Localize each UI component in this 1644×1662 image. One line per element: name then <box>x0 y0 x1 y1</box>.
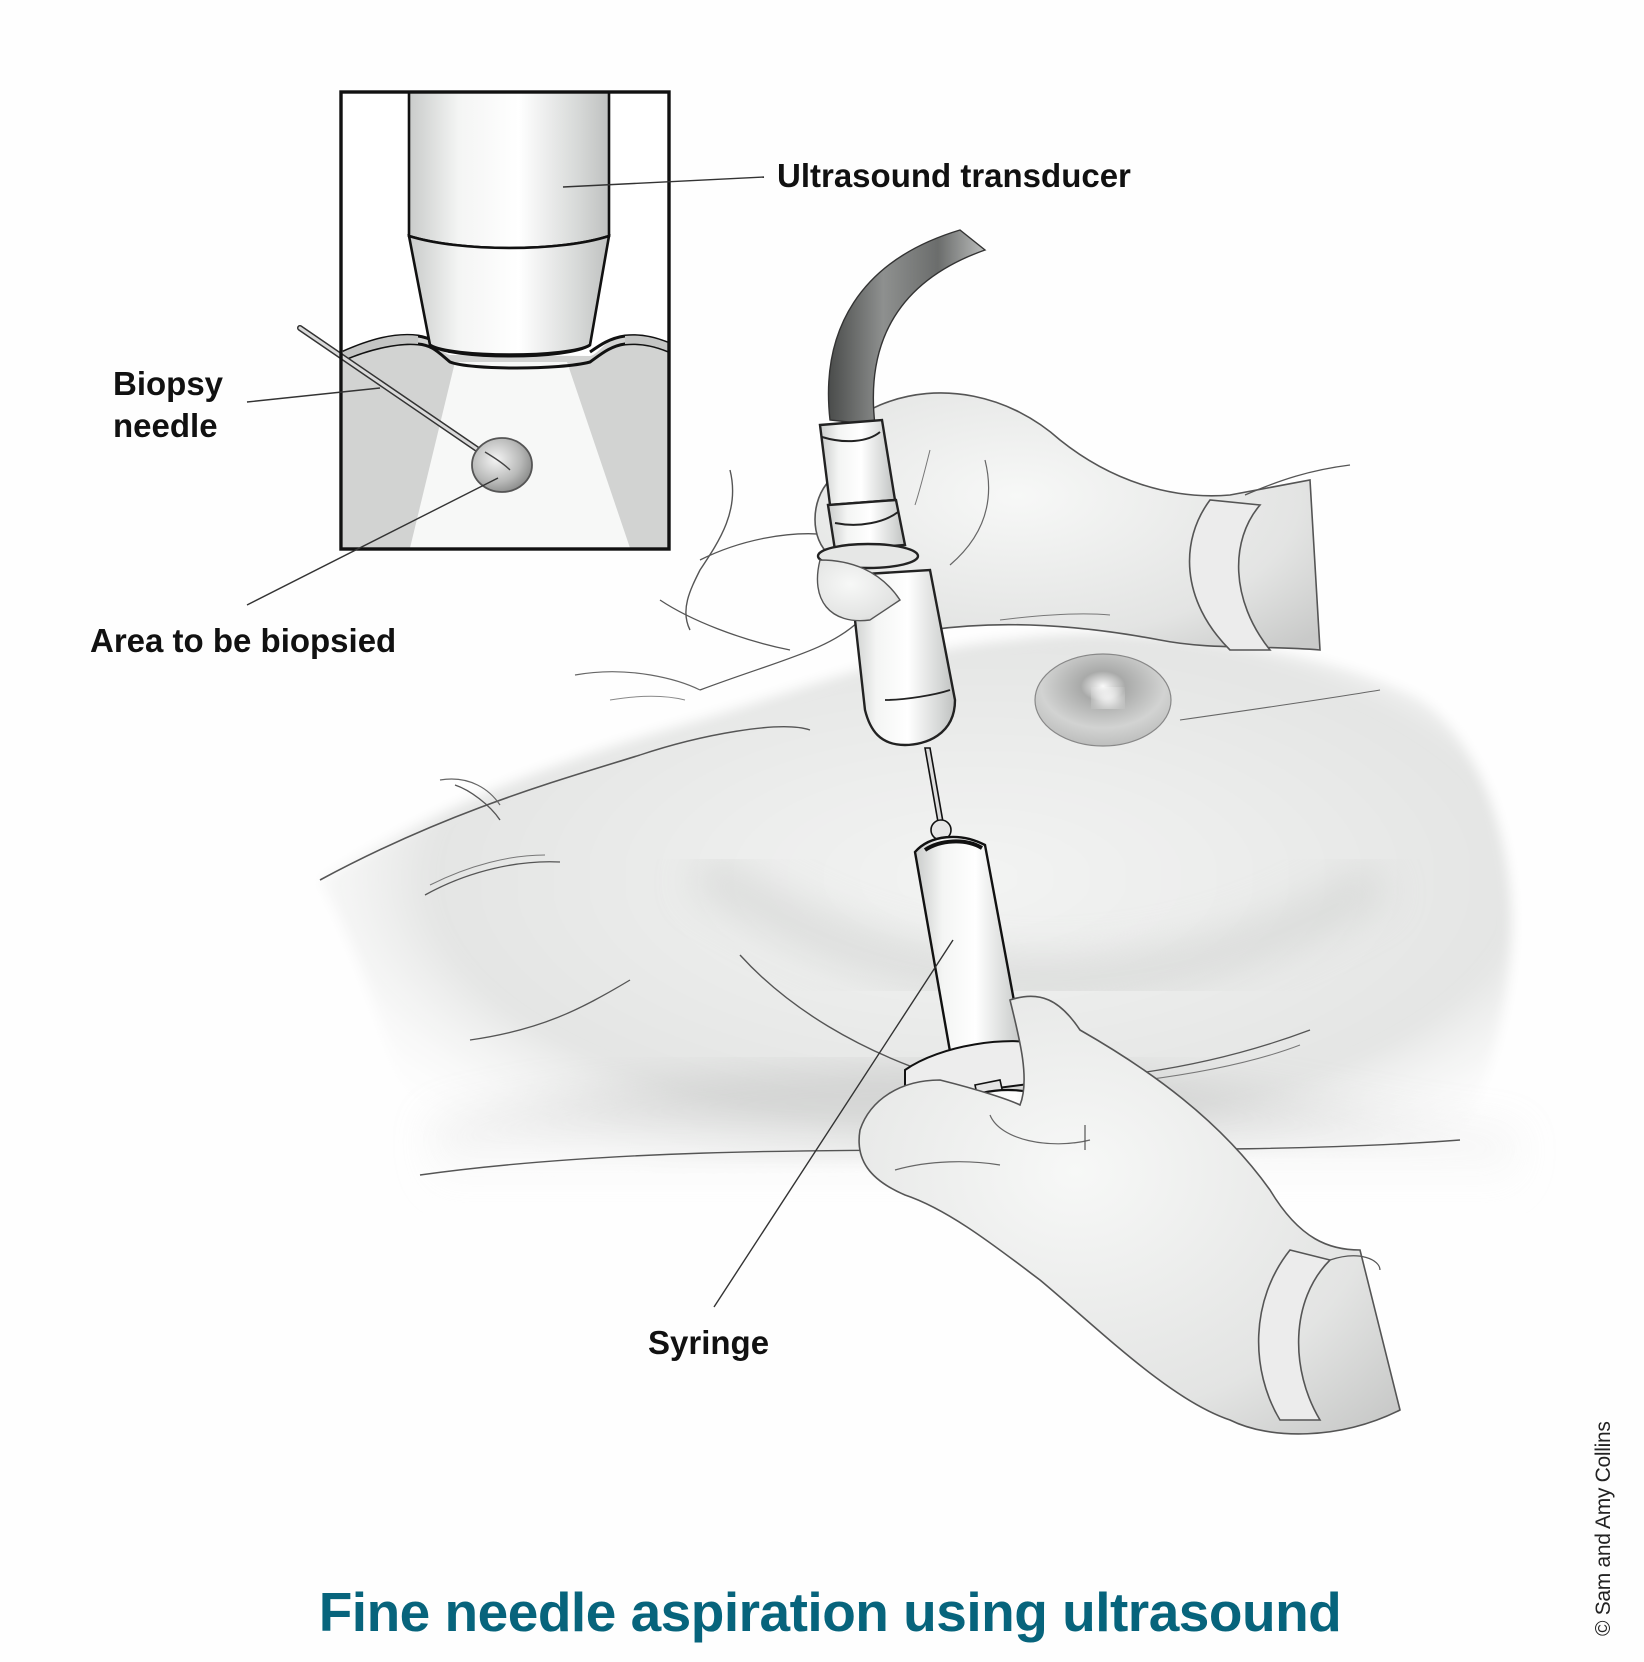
label-area-to-be-biopsied: Area to be biopsied <box>90 622 397 659</box>
nipple <box>1034 653 1172 747</box>
ultrasound-probe <box>816 229 987 747</box>
label-syringe: Syringe <box>648 1324 770 1361</box>
label-biopsy-needle-line2: needle <box>113 407 218 445</box>
leader-lines <box>246 176 954 1308</box>
lower-gloved-hand <box>858 995 1401 1435</box>
upper-gloved-hand <box>814 392 1351 651</box>
label-ultrasound-transducer: Ultrasound transducer <box>777 157 1131 194</box>
label-biopsy-needle-line1: Biopsy <box>113 365 224 402</box>
figure-title: Fine needle aspiration using ultrasound <box>318 1581 1342 1643</box>
copyright-notice: © Sam and Amy Collins <box>1592 1421 1615 1636</box>
inset-closeup <box>297 90 671 551</box>
label-biopsy-needle: Biopsy needle <box>113 363 223 447</box>
